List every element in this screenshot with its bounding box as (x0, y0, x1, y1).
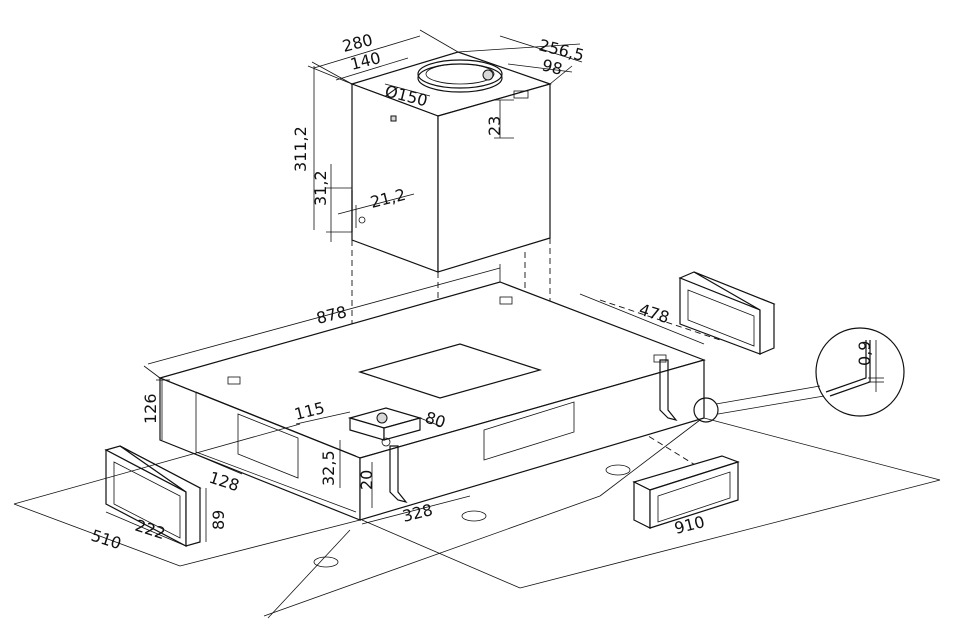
dim-32-5: 32,5 (319, 450, 338, 486)
sheet-thickness-detail (693, 327, 905, 423)
dim-510: 510 (89, 526, 124, 554)
dim-20: 20 (357, 470, 376, 490)
right-front-duct-connector (632, 455, 740, 529)
dim-23: 23 (485, 116, 504, 136)
dim-98: 98 (540, 55, 564, 78)
dim-126: 126 (141, 393, 160, 424)
chimney-dimensions (307, 29, 583, 242)
dimension-labels: 280 140 256,5 98 Ø150 23 311,2 31,2 21,2… (89, 30, 874, 553)
body-dimensions (13, 264, 941, 619)
dim-0-9: 0,9 (855, 341, 874, 366)
dim-31-2: 31,2 (311, 170, 330, 206)
chimney-box (350, 51, 552, 273)
outlet-screw-icon (482, 69, 494, 81)
dim-89: 89 (209, 510, 228, 530)
dim-478: 478 (637, 300, 672, 328)
dim-311-2: 311,2 (291, 126, 310, 172)
hanger-brackets (389, 359, 678, 504)
dim-878: 878 (314, 302, 348, 328)
right-back-duct-connector (678, 271, 776, 355)
spigot-vent-icon (376, 412, 388, 424)
